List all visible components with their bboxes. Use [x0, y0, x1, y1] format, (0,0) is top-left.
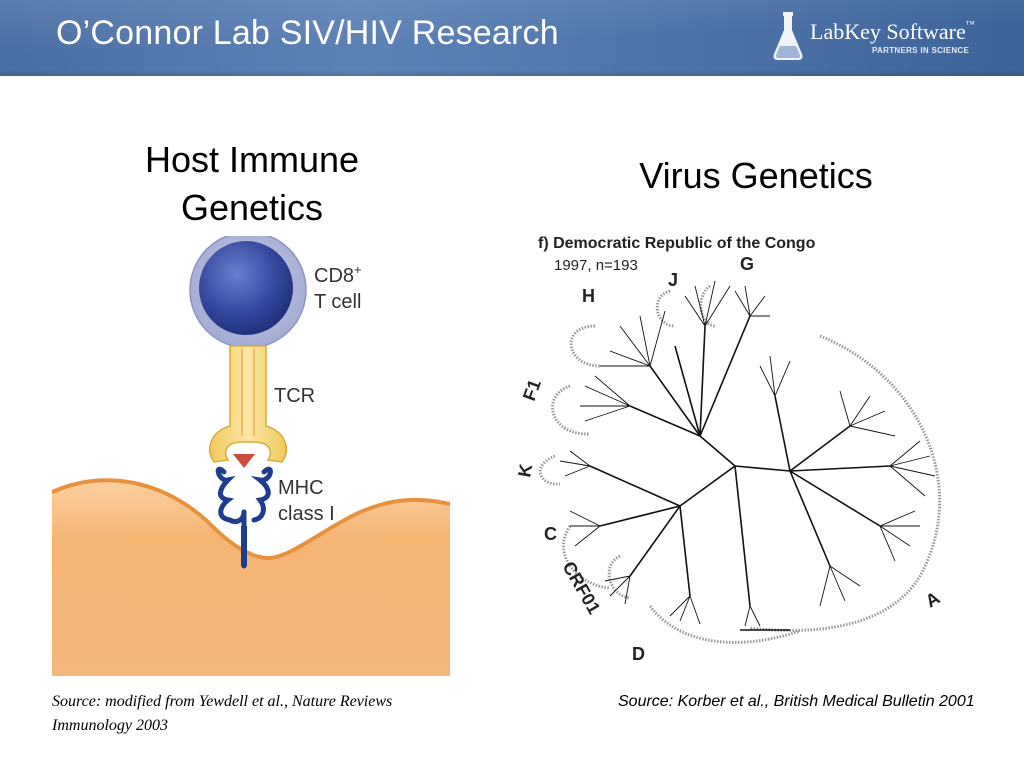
tcr-label: TCR — [274, 385, 315, 407]
cell-membrane — [52, 480, 450, 676]
clade-label-d: D — [632, 644, 645, 664]
tcell-label: T cell — [314, 291, 361, 313]
slide-title: O’Connor Lab SIV/HIV Research — [56, 14, 559, 52]
mhc-label: MHC — [278, 477, 324, 499]
tree-panel-title: f) Democratic Republic of the Congo — [538, 235, 816, 252]
clade-label-h: H — [582, 286, 595, 306]
class-i-label: class I — [278, 503, 335, 525]
flask-icon — [773, 12, 803, 60]
host-source-citation: Source: modified from Yewdell et al., Na… — [52, 693, 393, 734]
clade-labels: H J G F1 K C CRF01 D A — [514, 254, 943, 664]
tree-panel-subtitle: 1997, n=193 — [554, 257, 638, 274]
clade-label-c: C — [544, 524, 557, 544]
peptide-antigen — [233, 454, 255, 468]
cd8-label: CD8+ — [314, 262, 362, 287]
tcell-mhc-diagram: CD8+ T cell TCR MHC class I — [52, 236, 450, 676]
virus-source-citation: Source: Korber et al., British Medical B… — [618, 693, 975, 710]
tree-branches — [589, 315, 891, 631]
title-bar: O’Connor Lab SIV/HIV Research LabKey Sof… — [0, 0, 1024, 76]
clade-label-j: J — [668, 270, 678, 290]
labkey-logo: LabKey Software™ PARTNERS IN SCIENCE — [768, 6, 1018, 68]
logo-text: LabKey Software™ — [810, 19, 975, 44]
tcell-nucleus — [199, 241, 293, 335]
virus-genetics-heading: Virus Genetics — [639, 155, 873, 196]
clade-label-f1: F1 — [519, 377, 545, 404]
tcr-receptor — [209, 345, 287, 463]
tree-leaves — [559, 280, 936, 627]
phylogenetic-tree: f) Democratic Republic of the Congo 1997… — [514, 235, 943, 664]
clade-label-a: A — [922, 588, 943, 612]
host-immune-heading: Host Immune Genetics — [144, 139, 360, 228]
clade-label-g: G — [740, 254, 754, 274]
clade-label-crf01: CRF01 — [559, 558, 605, 617]
clade-label-k: K — [514, 462, 536, 478]
logo-tagline: PARTNERS IN SCIENCE — [872, 46, 970, 55]
